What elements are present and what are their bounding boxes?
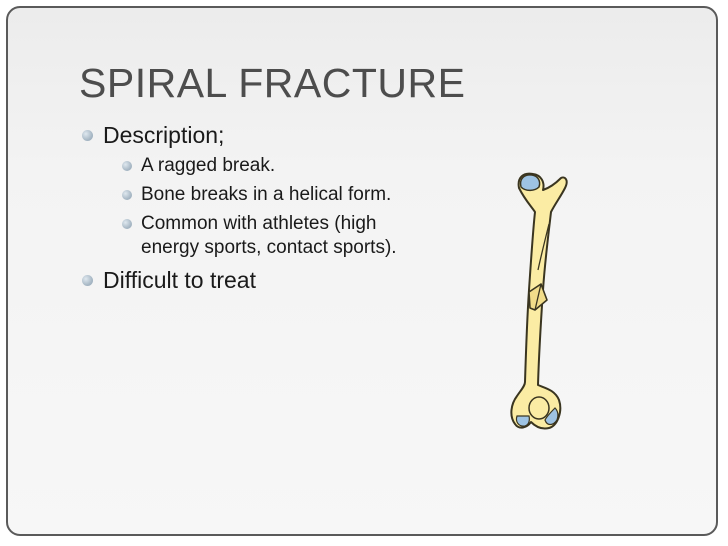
fracture-line xyxy=(537,223,550,271)
bullet-list: Description; A ragged break. Bone breaks… xyxy=(80,120,400,295)
femur-spiral-fracture-illustration xyxy=(510,172,568,430)
bullet-item: Description; A ragged break. Bone breaks… xyxy=(80,120,400,260)
bullet-item: Difficult to treat xyxy=(80,265,400,295)
slide-title: SPIRAL FRACTURE xyxy=(79,60,466,106)
bullet-text: Description; xyxy=(103,122,225,148)
condyle-cartilage xyxy=(515,415,530,427)
slide-frame xyxy=(6,6,718,536)
sub-bullet-item: Common with athletes (high energy sports… xyxy=(121,212,400,260)
bullet-text: Difficult to treat xyxy=(103,267,256,293)
condyle-cartilage xyxy=(544,407,559,426)
fracture-line xyxy=(534,283,542,311)
patellar-surface xyxy=(528,396,550,420)
sub-bullet-list: A ragged break. Bone breaks in a helical… xyxy=(121,154,400,260)
femoral-head-cartilage xyxy=(519,174,541,192)
sub-bullet-item: Bone breaks in a helical form. xyxy=(121,183,400,207)
sub-bullet-item: A ragged break. xyxy=(121,154,400,178)
